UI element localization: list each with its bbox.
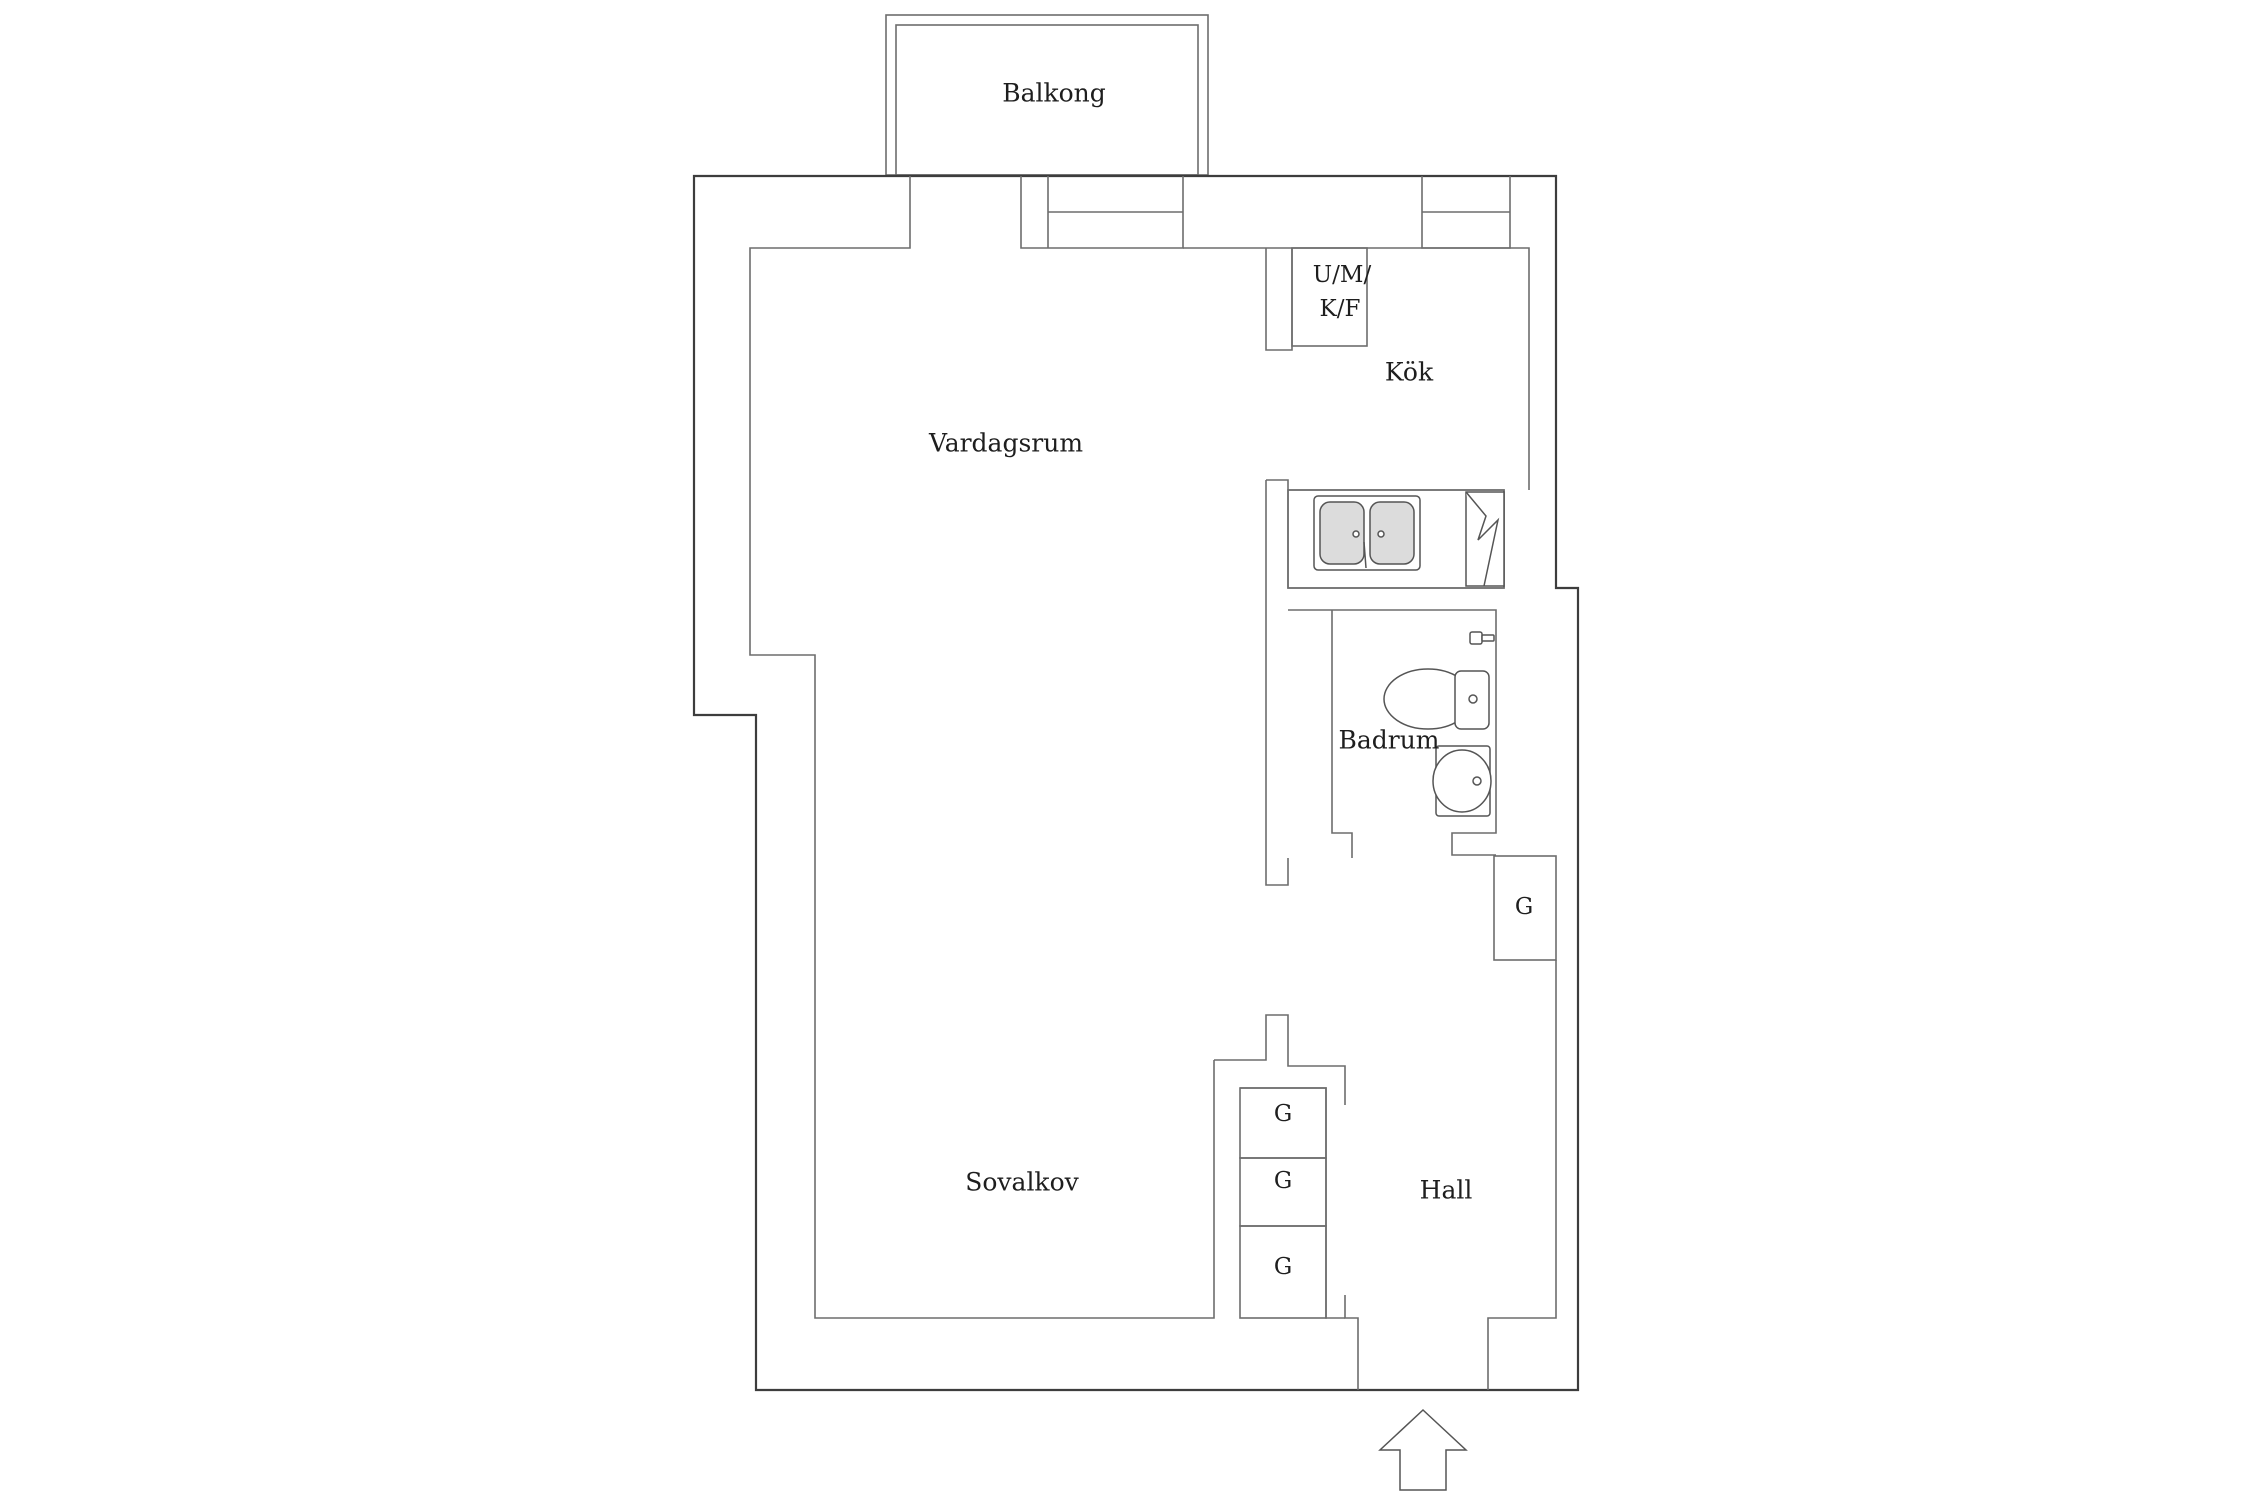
sink-drain-right [1377,530,1385,538]
balcony-label: Balkong [1002,79,1106,108]
basin-bowl [1432,749,1492,813]
entrance-arrow-icon [1378,1408,1468,1491]
toilet-flush [1468,694,1478,704]
stove-symbol [1465,491,1500,587]
sink-faucet [1363,541,1367,569]
hall-label: Hall [1420,1176,1473,1205]
tap-body [1469,631,1483,645]
window-right [1421,176,1511,249]
living-room-label: Vardagsrum [928,429,1083,458]
tap-handle [1481,634,1495,642]
north-windows [1020,176,1530,490]
bathroom-sink-icon [1432,745,1492,817]
toilet-icon [1383,668,1490,730]
sink-bowl-right [1369,501,1415,565]
interior-wall-contour [749,176,1215,1319]
window-left [1020,176,1184,249]
wardrobe-middle-label: G [1274,1168,1292,1194]
appliance-label-line2: K/F [1320,296,1361,322]
bathroom-label: Badrum [1338,726,1439,755]
bathroom-wall [1288,609,1497,858]
double-sink-icon [1313,495,1421,571]
kitchen-label: Kök [1385,358,1434,387]
appliance-label-line1: U/M/ [1313,262,1372,288]
wardrobe-hall-label: G [1515,894,1533,920]
bathroom-area [1288,609,1497,858]
wardrobe-bottom-frame [1239,1225,1327,1319]
stove-icon [1465,491,1505,587]
wardrobe-stack [1214,1014,1346,1319]
basin-drain [1472,776,1482,786]
north-wall-inner [1183,247,1530,490]
wardrobe-hall [1493,855,1557,961]
sink-bowl-left [1319,501,1365,565]
wardrobe-hall-frame [1493,855,1557,961]
entrance [1344,960,1557,1390]
sleeping-alcove-label: Sovalkov [965,1168,1079,1197]
tap-icon [1469,631,1495,645]
sink-drain-left [1352,530,1360,538]
entrance-jambs [1344,960,1557,1390]
exterior-wall-outline [692,174,1580,1392]
wardrobe-bottom-label: G [1274,1254,1292,1280]
kitchen-area [1265,247,1505,886]
wardrobe-top-label: G [1274,1101,1292,1127]
appliance-column-wall [1265,248,1293,351]
appliance-unit [1291,247,1368,347]
